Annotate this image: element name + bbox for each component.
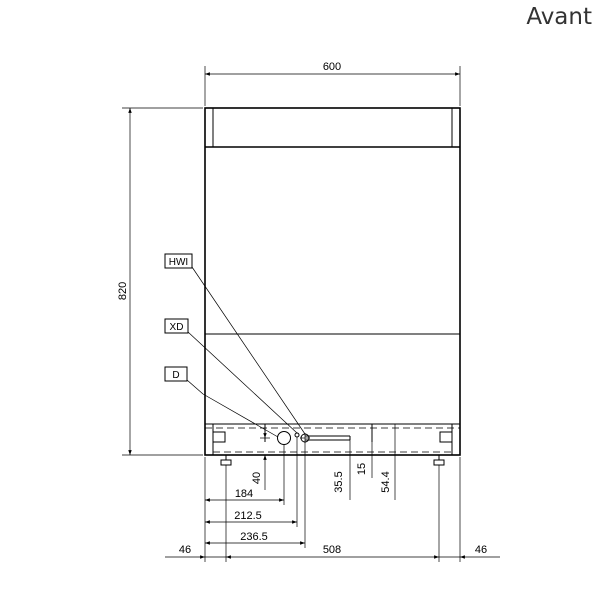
dim-connection-b-text: 15 [356,463,368,475]
view-label: Avant [526,4,592,30]
foot-right [433,455,445,466]
dimension-connection-a: 35.5 [333,440,351,500]
callout-d-text: D [172,370,179,381]
dim-drain-position-text: 184 [235,488,253,500]
connection-d [277,431,291,445]
callout-hwi: HWI [164,253,306,435]
dimension-drain-height: 40 [251,430,270,490]
foot-left [220,455,232,466]
dimension-connection-b: 15 [356,442,373,478]
dimension-hwi-position: 236.5 [205,442,306,548]
dim-xd-position-text: 212.5 [234,510,262,522]
dim-foot-span-text: 508 [323,544,341,556]
dimension-overall-height: 820 [117,107,203,456]
callout-xd: XD [164,318,298,434]
dimension-overall-width: 600 [204,61,461,106]
dim-overall-height-text: 820 [117,282,129,300]
dimension-drain-position: 184 [204,445,285,562]
dim-connection-a-text: 35.5 [333,471,345,492]
machine-body [204,107,461,456]
connection-xd [294,432,300,438]
dim-foot-left-text: 46 [179,544,191,556]
callout-d: D [164,366,279,438]
callout-xd-text: XD [170,322,184,333]
dimension-foot-chain: 46 508 46 [165,457,500,562]
dim-overall-width-text: 600 [323,61,341,73]
dimension-xd-position: 212.5 [205,437,298,527]
connection-hwi [300,433,310,443]
dim-hwi-position-text: 236.5 [240,531,268,543]
dim-connection-c-text: 54.4 [380,471,392,492]
dim-drain-height-text: 40 [251,472,263,484]
dimension-connection-c: 54.4 [380,424,396,500]
callout-hwi-text: HWI [169,257,188,268]
dim-foot-right-text: 46 [475,544,487,556]
